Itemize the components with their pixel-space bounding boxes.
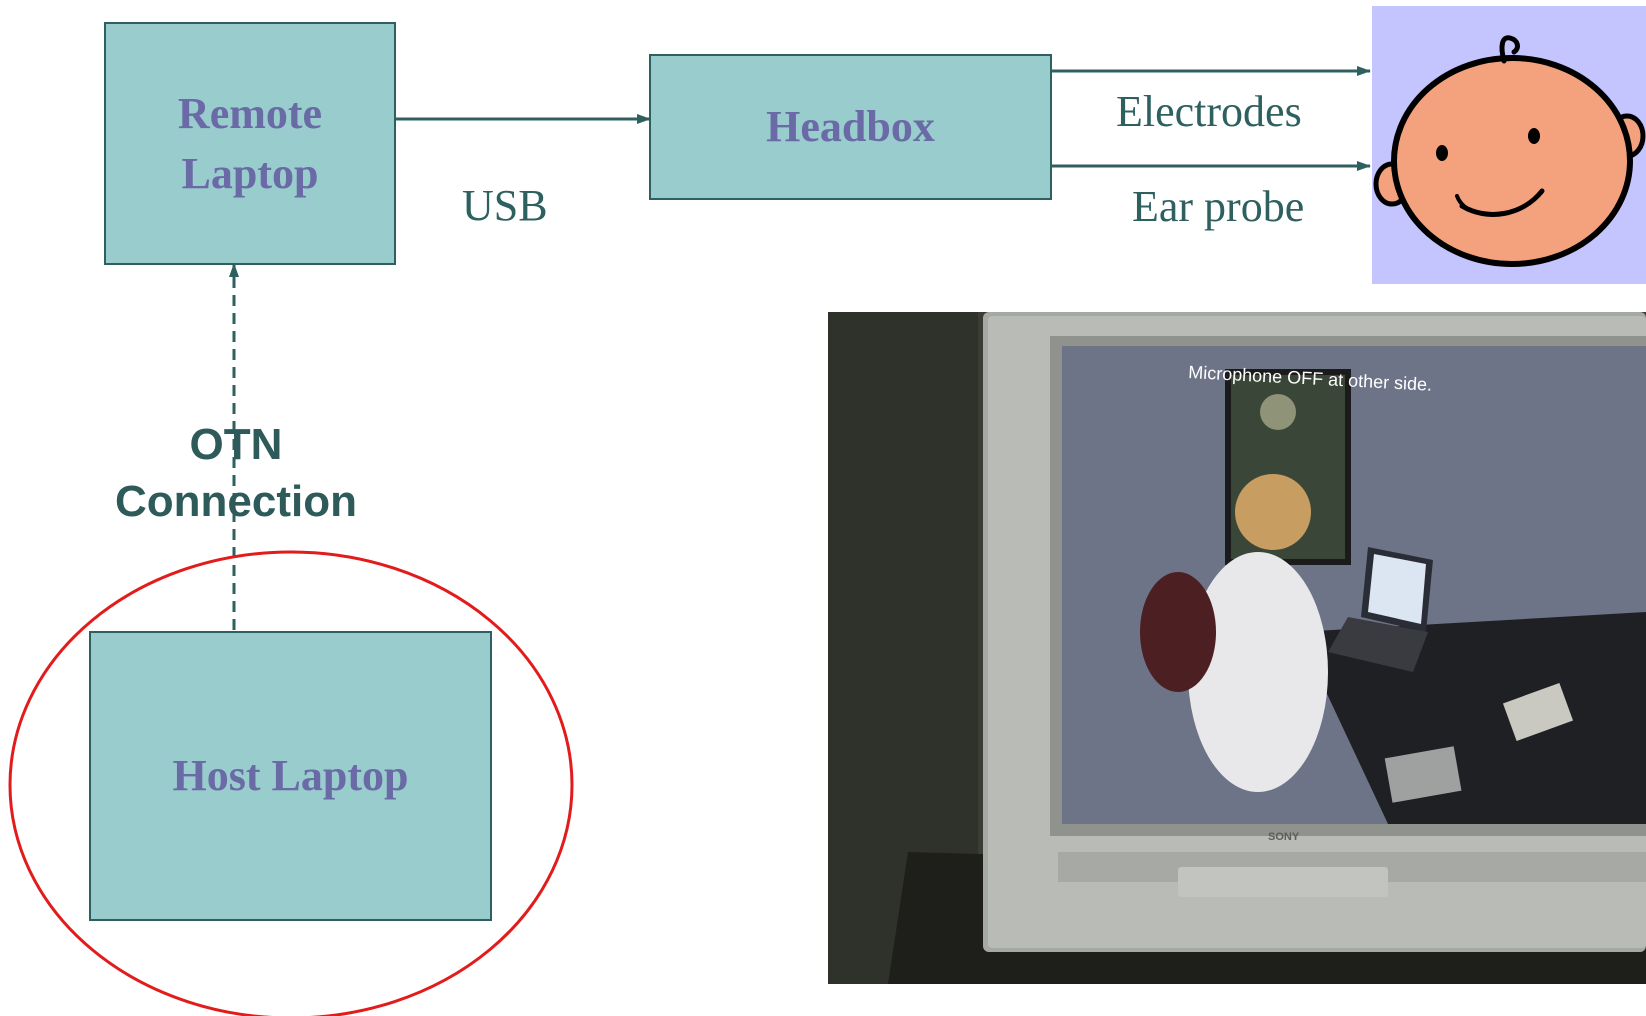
host-laptop-box: Host Laptop — [89, 631, 492, 921]
otn-connection-label: OTN Connection — [115, 420, 357, 527]
videoconference-photo: Microphone OFF at other side. SONY — [828, 312, 1646, 984]
host-highlight-ellipse — [8, 550, 574, 1016]
baby-face-icon — [1373, 35, 1646, 267]
remote-laptop-label: Remote Laptop — [177, 89, 323, 198]
host-laptop-label: Host Laptop — [172, 751, 409, 801]
headbox-box: Headbox — [649, 54, 1052, 200]
ear-probe-label: Ear probe — [1132, 182, 1305, 231]
headbox-label: Headbox — [766, 102, 935, 152]
baby-clipart-panel — [1372, 6, 1646, 284]
remote-laptop-box: Remote Laptop — [104, 22, 396, 265]
svg-text:SONY: SONY — [1268, 831, 1300, 843]
electrodes-label: Electrodes — [1116, 87, 1302, 136]
tv-monitor-illustration: Microphone OFF at other side. SONY — [828, 312, 1646, 984]
usb-label: USB — [462, 181, 548, 230]
